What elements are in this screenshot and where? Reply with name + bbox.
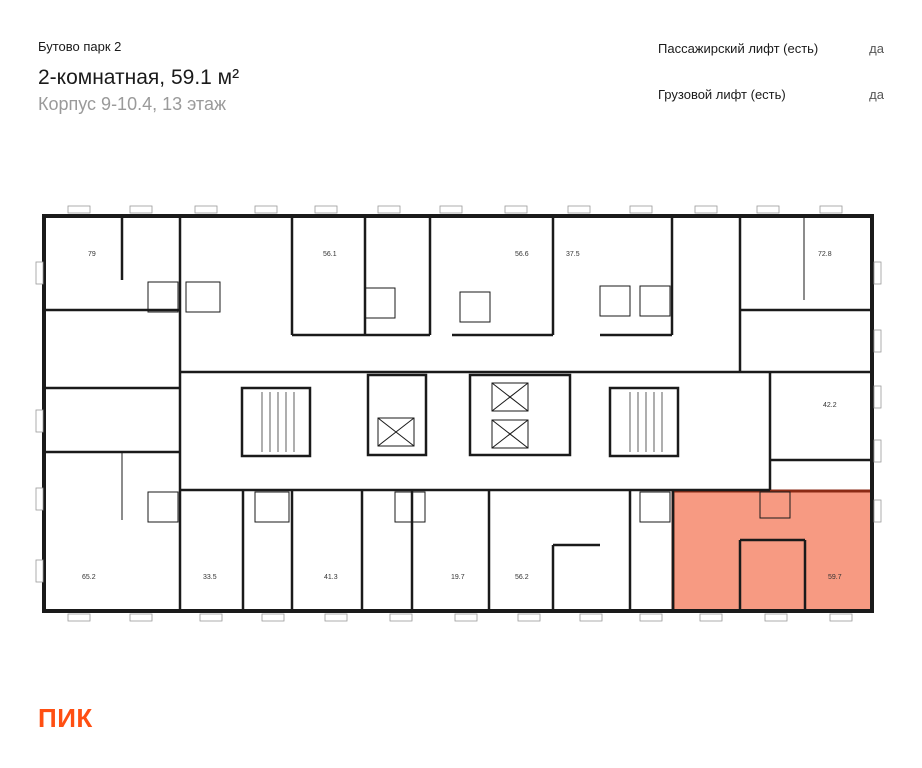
- feature-value: да: [869, 87, 884, 102]
- area-label: 42.2: [823, 402, 837, 409]
- area-label: 37.5: [566, 251, 580, 258]
- feature-label: Грузовой лифт (есть): [658, 87, 786, 102]
- feature-freight-lift: Грузовой лифт (есть) да: [658, 87, 884, 102]
- pik-logo: ПИК: [38, 703, 93, 733]
- building-core: [240, 373, 680, 458]
- area-label: 41.3: [324, 574, 338, 581]
- area-label: 56.2: [515, 574, 529, 581]
- area-label: 56.1: [323, 251, 337, 258]
- highlighted-apartment[interactable]: [671, 489, 874, 613]
- interior-partitions: [121, 216, 805, 523]
- apartment-title: 2-комнатная, 59.1 м²: [38, 66, 240, 89]
- feature-label: Пассажирский лифт (есть): [658, 41, 819, 56]
- area-label: 72.8: [818, 251, 832, 258]
- bottom-unit-walls: [178, 490, 807, 611]
- building-floor-subtitle: Корпус 9-10.4, 13 этаж: [38, 94, 226, 114]
- lift-shafts: [377, 382, 529, 449]
- area-label: 56.6: [515, 251, 529, 258]
- left-unit-walls: [44, 386, 180, 454]
- windows: [35, 205, 882, 622]
- project-name: Бутово парк 2: [38, 39, 122, 54]
- corridor-walls: [178, 370, 772, 492]
- feature-passenger-lift: Пассажирский лифт (есть) да: [658, 41, 884, 56]
- area-label: 79: [88, 251, 96, 258]
- area-label: 65.2: [82, 574, 96, 581]
- apartment-areas: 79 56.1 56.6 37.5 72.8 42.2 65.2 33.5 41…: [82, 251, 842, 581]
- feature-value: да: [869, 41, 884, 56]
- area-label: 19.7: [451, 574, 465, 581]
- top-unit-walls: [44, 216, 872, 374]
- area-label: 59.7: [828, 574, 842, 581]
- stair-treads: [261, 392, 663, 452]
- area-label: 33.5: [203, 574, 217, 581]
- outer-walls: [42, 214, 874, 613]
